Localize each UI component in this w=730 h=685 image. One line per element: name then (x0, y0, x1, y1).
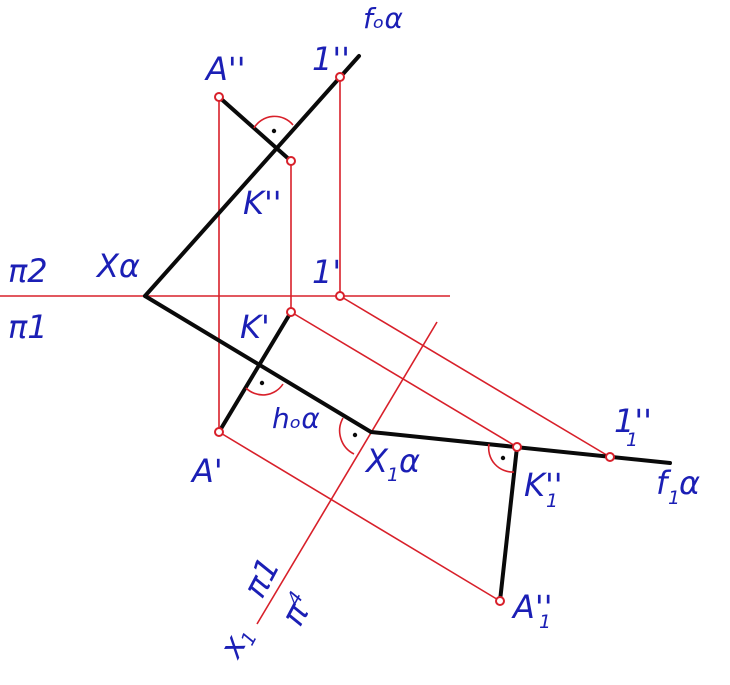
label-f0a: fₒα (363, 2, 403, 35)
right-angle-dot-K1pp (500, 455, 506, 461)
construction-lines (0, 77, 611, 625)
segment-K1pp-A1pp (498, 445, 519, 603)
label-11: 1' (312, 253, 341, 291)
label-A2: A'' (204, 50, 245, 88)
label-f1a-tail: α (679, 464, 700, 502)
frontal-trace-f0a (143, 54, 361, 298)
label-1pp1-main: 1'' (614, 402, 652, 440)
label-A1pp-main: A'' (511, 588, 552, 626)
point-K1pp (512, 442, 522, 452)
label-x1: x 1 (211, 628, 262, 664)
right-angle-markers (245, 115, 515, 473)
point-A1 (214, 427, 224, 437)
label-Xa: Xα (95, 247, 140, 285)
point-A1pp (495, 596, 505, 606)
label-pi4: π 4 (274, 588, 317, 632)
label-pi1: π1 (8, 308, 48, 346)
label-K1pp-sub: 1 (546, 490, 558, 512)
label-X1a-main: X (364, 442, 389, 480)
new-axis-x1 (256, 321, 438, 625)
point-1pp1 (605, 452, 615, 462)
point-11 (335, 291, 345, 301)
right-angle-dot-K2 (271, 128, 277, 134)
link-1-to-1pp1 (339, 295, 611, 458)
label-pi2: π2 (8, 252, 48, 290)
label-K1: K' (240, 308, 270, 346)
label-f1a: f 1 α (656, 464, 700, 509)
label-12: 1'' (312, 40, 350, 78)
label-pi1-rotated: π1 (236, 551, 288, 604)
label-1pp1: 1'' 1 (614, 402, 652, 451)
label-h0a: hₒα (272, 402, 320, 435)
main-lines (143, 54, 672, 603)
point-K1 (286, 307, 296, 317)
label-X1a-tail: α (399, 442, 420, 480)
point-12 (335, 72, 345, 82)
label-K2: K'' (243, 184, 282, 222)
right-angle-arc-K1pp (487, 443, 515, 473)
point-A2 (214, 92, 224, 102)
labels: fₒα A'' 1'' K'' Xα π2 π1 1' K' hₒα A' X … (8, 2, 700, 665)
label-f1a-sub: 1 (668, 487, 680, 509)
label-A1pp-sub: 1 (539, 611, 551, 633)
link-K-to-K1pp (290, 311, 518, 448)
right-angle-arc-X1a (338, 417, 355, 455)
label-K1pp: K'' 1 (524, 466, 563, 512)
label-X1a-sub: 1 (387, 464, 399, 486)
right-angle-dot-K1 (259, 380, 265, 386)
label-A1pp: A'' 1 (511, 588, 552, 633)
label-1pp1-sub: 1 (626, 429, 638, 451)
segment-A1-K1 (217, 310, 293, 434)
right-angle-arc-K1 (245, 383, 284, 396)
label-K1pp-main: K'' (524, 466, 563, 504)
point-K2 (286, 156, 296, 166)
link-A-to-A1pp (218, 431, 501, 602)
label-A1: A' (190, 452, 223, 490)
segment-A2-K2 (217, 95, 293, 163)
right-angle-arc-K2 (253, 115, 294, 129)
points (214, 72, 615, 606)
label-pi1-rotated-text: π1 (236, 551, 288, 604)
label-X1a: X 1 α (364, 442, 420, 486)
right-angle-dot-X1a (352, 432, 358, 438)
